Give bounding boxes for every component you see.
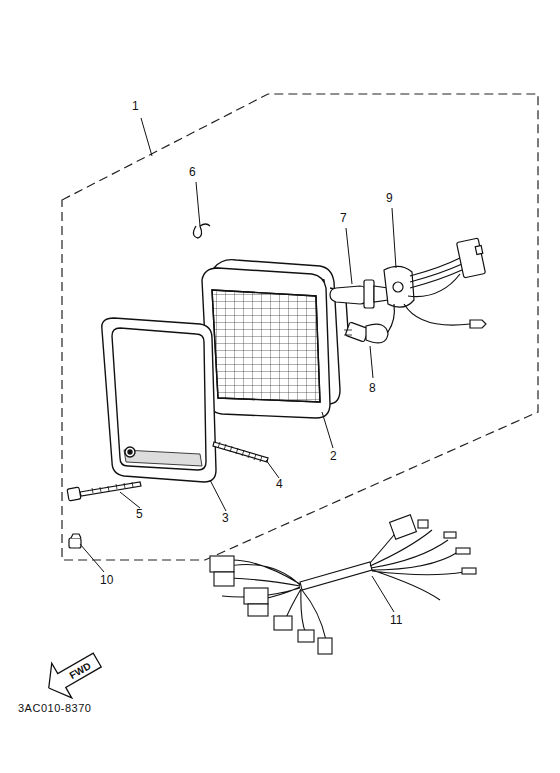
rim-screw	[67, 482, 141, 501]
headlight-rim	[102, 318, 216, 482]
direction-arrow: FWD	[37, 640, 109, 707]
leader-lines	[80, 118, 396, 612]
callout-number: 10	[100, 574, 113, 586]
callout-number: 2	[330, 450, 337, 462]
callout-number: 5	[136, 508, 143, 520]
pilot-bulb	[344, 322, 388, 343]
callout-number: 4	[276, 478, 283, 490]
callout-number: 8	[369, 382, 376, 394]
callout-number: 9	[386, 192, 393, 204]
callout-number: 6	[189, 166, 196, 178]
nut	[69, 534, 81, 548]
bulb-socket	[380, 238, 486, 336]
headlight-unit	[202, 260, 348, 418]
headlight-bulb	[330, 280, 388, 308]
callout-number: 11	[390, 614, 402, 626]
adjusting-screw	[213, 442, 268, 462]
clip	[193, 224, 210, 238]
leader-6	[196, 182, 200, 226]
callout-number: 7	[340, 212, 347, 224]
assembly-border	[62, 94, 538, 560]
callout-number: 3	[222, 512, 229, 524]
callout-number: 1	[132, 100, 139, 112]
wire-harness	[210, 515, 476, 654]
arrow-shape	[39, 643, 107, 706]
drawing-code: 3AC010-8370	[18, 703, 91, 714]
